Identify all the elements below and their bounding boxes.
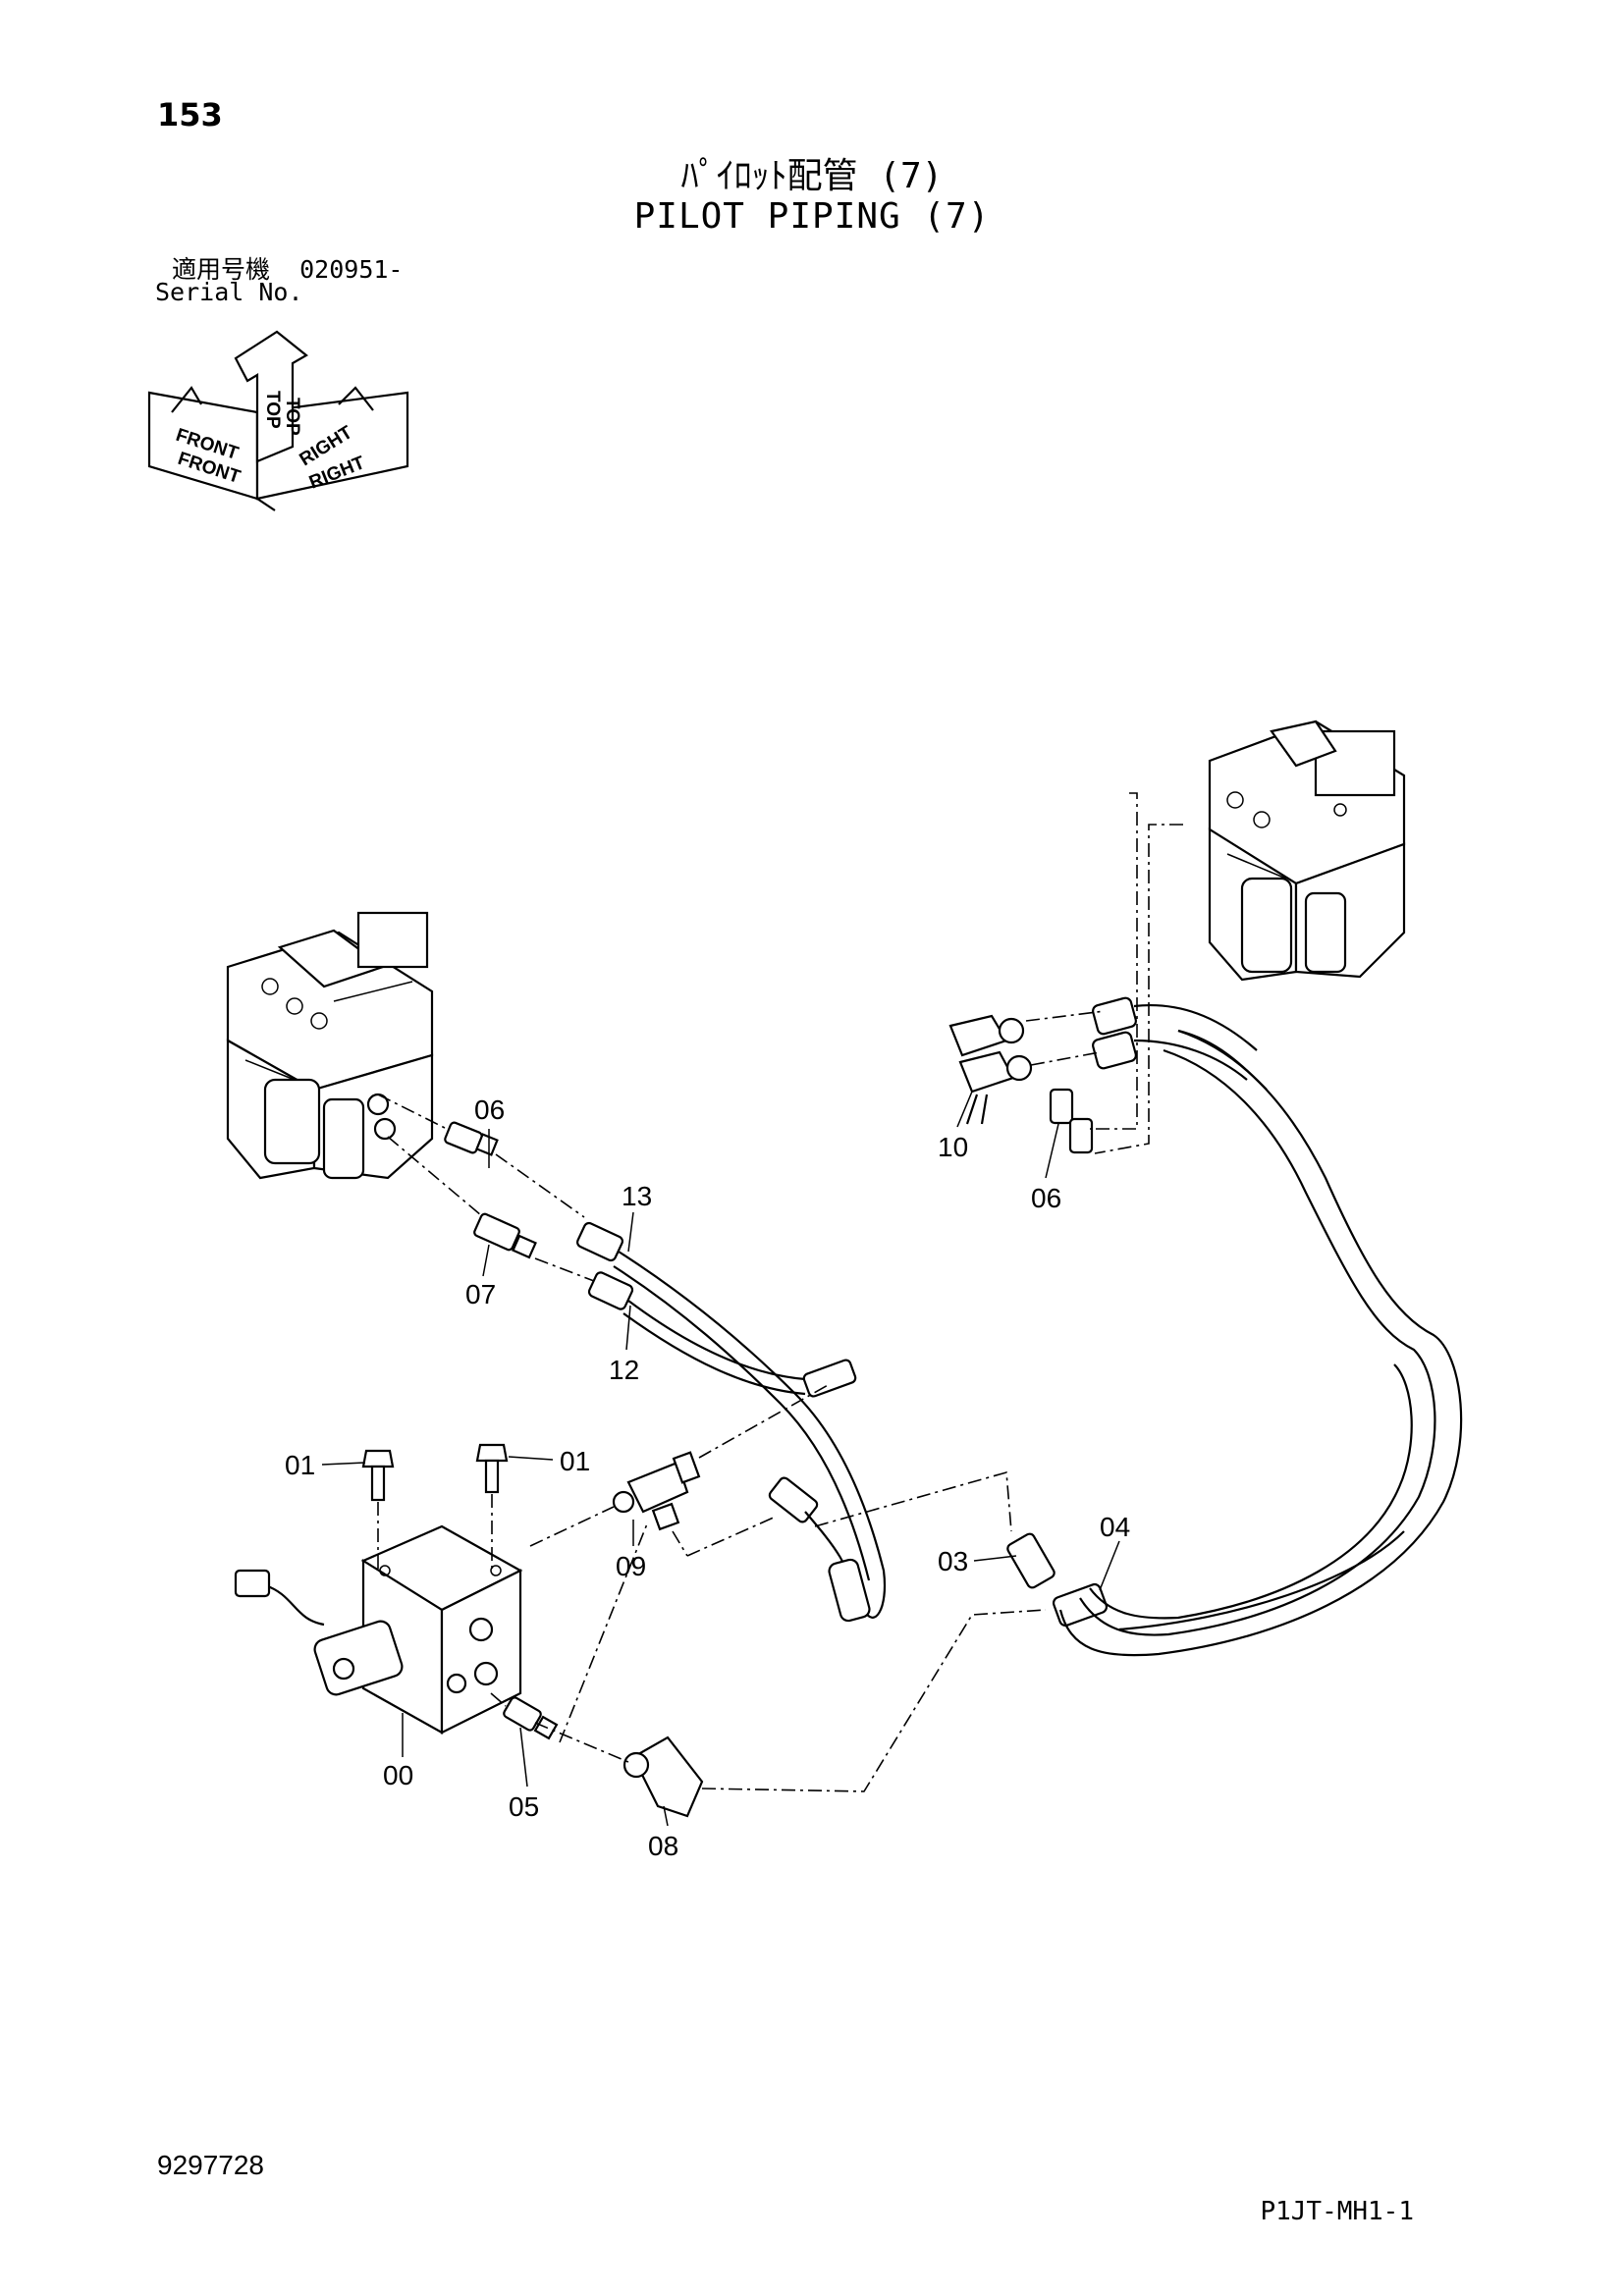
svg-text:12: 12 bbox=[609, 1355, 639, 1385]
title-japanese: ﾊﾟｲﾛｯﾄ配管 (7) bbox=[680, 156, 944, 196]
fitting-05 bbox=[503, 1696, 559, 1740]
title-english: PILOT PIPING (7) bbox=[633, 196, 991, 237]
bolt-01-right bbox=[475, 1443, 509, 1494]
svg-text:01: 01 bbox=[285, 1450, 315, 1480]
svg-text:13: 13 bbox=[622, 1181, 652, 1211]
hose-group-right bbox=[1092, 996, 1268, 1091]
callout-08: 08 bbox=[648, 1805, 678, 1861]
serial-label-en: Serial No. bbox=[155, 278, 303, 306]
callout-12: 12 bbox=[609, 1305, 639, 1385]
svg-text:08: 08 bbox=[648, 1831, 678, 1861]
hose-12 bbox=[587, 1271, 857, 1398]
callout-13: 13 bbox=[622, 1181, 652, 1253]
svg-text:10: 10 bbox=[938, 1132, 968, 1162]
svg-text:06: 06 bbox=[474, 1095, 505, 1125]
callout-06-left: 06 bbox=[474, 1095, 505, 1168]
svg-text:01: 01 bbox=[560, 1446, 590, 1476]
callout-05: 05 bbox=[509, 1727, 539, 1822]
svg-text:06: 06 bbox=[1031, 1183, 1061, 1213]
svg-text:03: 03 bbox=[938, 1546, 968, 1576]
adapter-03 bbox=[1006, 1532, 1056, 1589]
svg-text:09: 09 bbox=[616, 1551, 646, 1581]
page-number: 153 bbox=[157, 96, 223, 133]
fitting-06-right bbox=[1049, 1088, 1094, 1154]
orientation-indicator: TOP TOP FRONT FRONT RIGHT RIGHT bbox=[147, 330, 409, 511]
hose-04 bbox=[1052, 1029, 1463, 1657]
callout-09: 09 bbox=[616, 1520, 646, 1581]
callout-04: 04 bbox=[1099, 1512, 1130, 1591]
page-code: P1JT-MH1-1 bbox=[1260, 2197, 1414, 2226]
callout-07: 07 bbox=[465, 1244, 496, 1309]
orientation-top-label-2: TOP bbox=[282, 398, 302, 436]
serial-value: 020951- bbox=[299, 255, 404, 284]
tee-fitting-09 bbox=[612, 1451, 701, 1531]
left-pilot-valve bbox=[226, 911, 434, 1180]
hose-elbow-center bbox=[768, 1476, 871, 1623]
svg-text:07: 07 bbox=[465, 1279, 496, 1309]
bolt-01-left bbox=[361, 1449, 395, 1502]
serial-label-jp: 適用号機 bbox=[172, 255, 271, 284]
svg-text:05: 05 bbox=[509, 1791, 539, 1822]
callout-01-left: 01 bbox=[285, 1450, 366, 1480]
callout-01-right: 01 bbox=[508, 1446, 590, 1476]
elbow-fitting-08 bbox=[623, 1735, 704, 1818]
fitting-07 bbox=[473, 1212, 537, 1259]
svg-text:04: 04 bbox=[1100, 1512, 1130, 1542]
serial-applicability: 適用号機 020951- bbox=[172, 250, 403, 286]
right-pilot-valve bbox=[1208, 720, 1406, 982]
orientation-top-label: TOP bbox=[262, 391, 283, 429]
callout-03: 03 bbox=[938, 1546, 1017, 1576]
solenoid-valve-block bbox=[234, 1524, 523, 1735]
callout-00: 00 bbox=[383, 1713, 413, 1790]
callout-06-right: 06 bbox=[1031, 1123, 1061, 1213]
svg-text:00: 00 bbox=[383, 1760, 413, 1790]
elbow-fitting-10 bbox=[948, 1014, 1033, 1125]
document-number: 9297728 bbox=[157, 2150, 265, 2180]
callout-10: 10 bbox=[938, 1091, 973, 1162]
fitting-06-left bbox=[444, 1121, 499, 1156]
hose-13 bbox=[576, 1221, 887, 1619]
